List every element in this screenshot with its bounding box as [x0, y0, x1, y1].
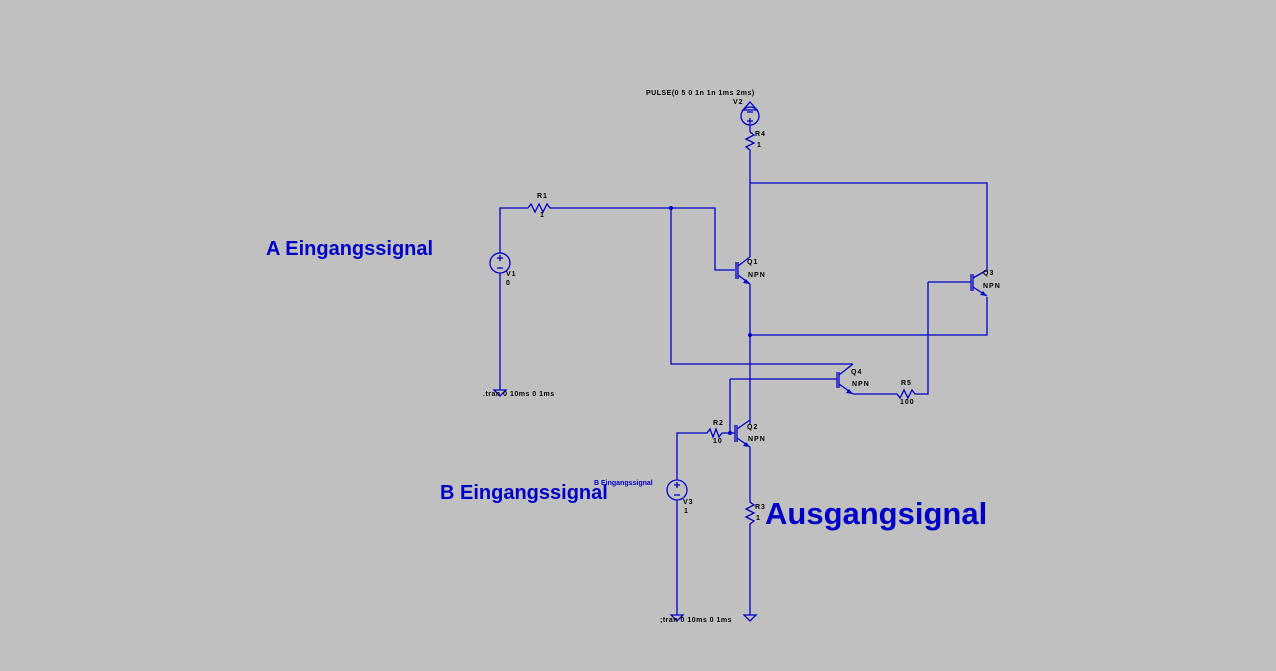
r1-name[interactable]: R1 — [537, 193, 548, 200]
voltage-source-v2[interactable] — [740, 101, 760, 132]
label-output[interactable]: Ausgangsignal — [765, 496, 988, 531]
voltage-source-v1[interactable] — [489, 252, 511, 390]
resistor-r3[interactable] — [744, 447, 756, 615]
tran-directive[interactable]: .tran 0 10ms 0 1ms — [483, 391, 555, 398]
ground-out — [742, 614, 758, 622]
r2-name[interactable]: R2 — [713, 420, 724, 427]
wire — [670, 208, 853, 365]
ground-v3 — [669, 614, 685, 622]
resistor-r2[interactable] — [676, 427, 735, 480]
q4-name[interactable]: Q4 — [851, 369, 863, 376]
q2-name[interactable]: Q2 — [747, 424, 759, 431]
resistor-r5[interactable] — [853, 282, 929, 400]
v2-value[interactable]: PULSE(0 5 0 1n 1n 1ms 2ms) — [646, 90, 755, 97]
r4-value[interactable]: 1 — [757, 142, 762, 149]
r3-name[interactable]: R3 — [755, 504, 766, 511]
v3-name[interactable]: V3 — [683, 499, 694, 506]
v1-name[interactable]: V1 — [506, 271, 517, 278]
transistor-q2[interactable] — [734, 419, 751, 448]
v3-value[interactable]: 1 — [684, 508, 689, 515]
transistor-q3[interactable] — [928, 269, 988, 297]
r3-value[interactable]: 1 — [756, 515, 761, 522]
resistor-r4[interactable] — [744, 131, 756, 183]
label-a-input[interactable]: A Eingangssignal — [266, 238, 434, 260]
transistor-q4[interactable] — [730, 363, 854, 395]
r1-value[interactable]: 1 — [540, 212, 545, 219]
r2-value[interactable]: 10 — [713, 438, 723, 445]
r5-name[interactable]: R5 — [901, 380, 912, 387]
label-b-input[interactable]: B Eingangssignal — [440, 482, 608, 504]
q3-name[interactable]: Q3 — [983, 270, 995, 277]
voltage-source-v3[interactable] — [666, 479, 688, 615]
label-b-small[interactable]: B Eingangssignal — [594, 480, 653, 487]
q2-model[interactable]: NPN — [748, 436, 766, 443]
r4-name[interactable]: R4 — [755, 131, 766, 138]
v2-name[interactable]: V2 — [733, 99, 744, 106]
q1-name[interactable]: Q1 — [747, 259, 759, 266]
transistor-q1[interactable] — [735, 256, 751, 285]
v1-value[interactable]: 0 — [506, 280, 511, 287]
q4-model[interactable]: NPN — [852, 381, 870, 388]
resistor-r1[interactable] — [499, 202, 735, 271]
ground-v1 — [492, 389, 508, 397]
wire — [749, 182, 988, 272]
wire — [749, 284, 988, 425]
q1-model[interactable]: NPN — [748, 272, 766, 279]
q3-model[interactable]: NPN — [983, 283, 1001, 290]
tran-comment[interactable]: ;tran 0 10ms 0 1ms — [660, 617, 733, 624]
r5-value[interactable]: 100 — [900, 399, 915, 406]
